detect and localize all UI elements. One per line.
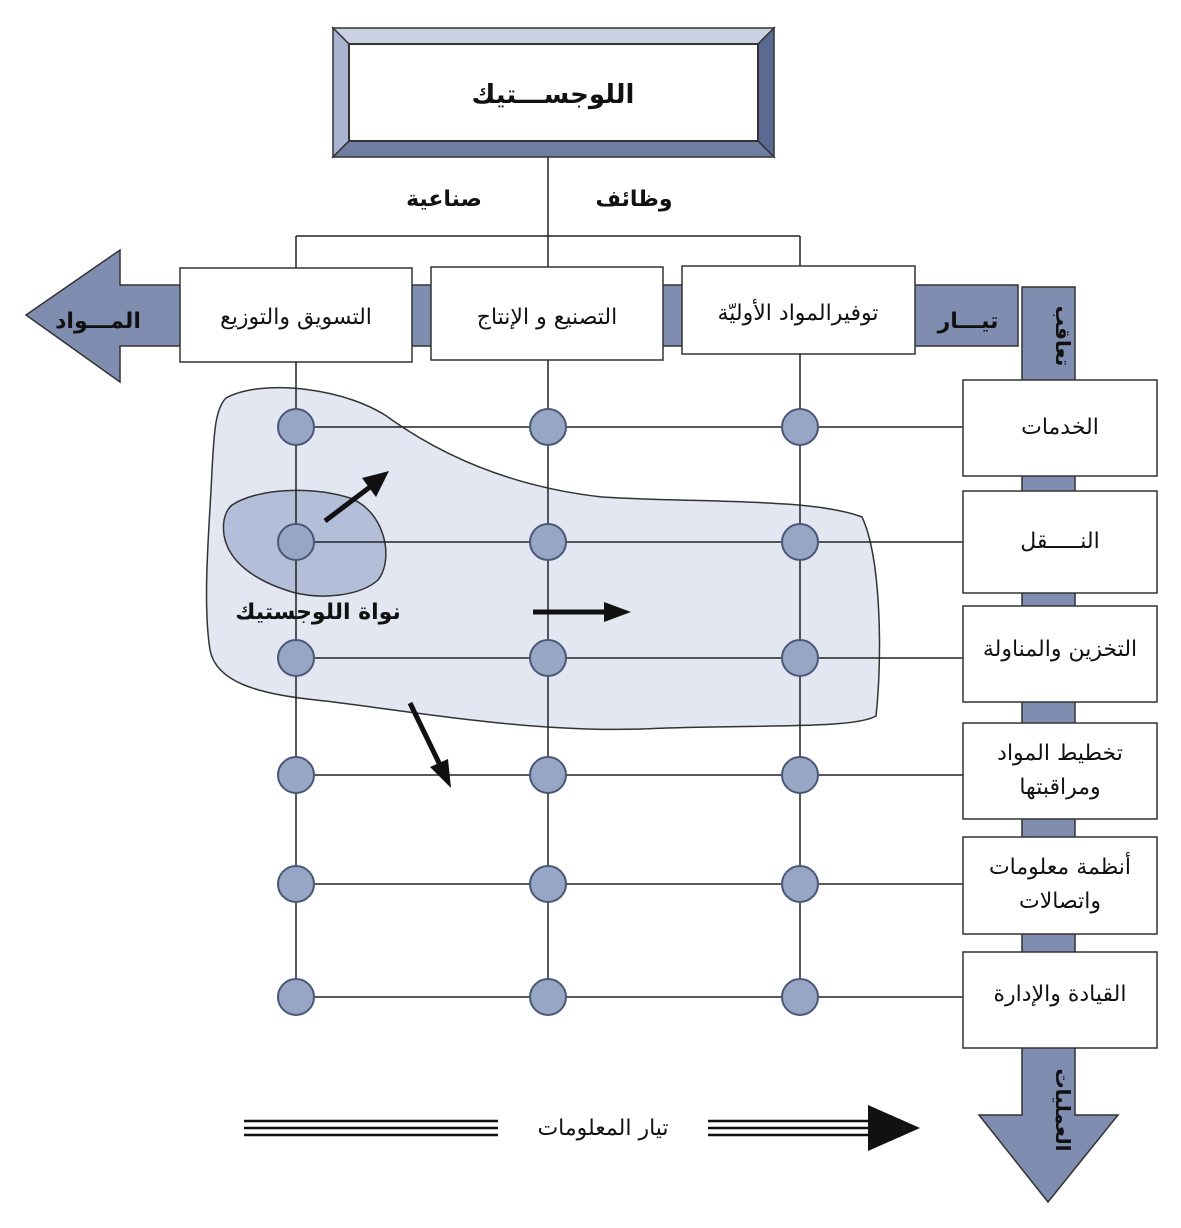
column-header-box-marketing	[179, 267, 413, 363]
row-boxes: الخدمات النـــــقل التخزين والمناولة تخط…	[962, 379, 1158, 1049]
operations-flow-label-bottom: العمليات	[1051, 1069, 1075, 1152]
grid-node	[529, 639, 567, 677]
grid-node	[529, 408, 567, 446]
row-label-information-line2: واتصالات	[1019, 889, 1101, 914]
column-header-marketing: التسويق والتوزيع	[220, 305, 372, 330]
column-header-box-manufacturing	[430, 266, 664, 361]
row-label-information-line1: أنظمة معلومات	[989, 852, 1131, 880]
row-label-services: الخدمات	[1021, 415, 1099, 440]
grid-node	[277, 865, 315, 903]
title-box: اللوجســـتيك	[331, 26, 776, 159]
row-box-transport	[962, 490, 1158, 594]
row-box-planning	[962, 722, 1158, 820]
grid-node	[529, 978, 567, 1016]
operations-flow-label-top: تعاقب	[1051, 306, 1075, 367]
grid-node	[529, 523, 567, 561]
grid-node	[277, 523, 315, 561]
arrow-up-right-icon	[362, 471, 389, 497]
row-label-leadership: القيادة والإدارة	[994, 982, 1127, 1007]
grid-node	[781, 865, 819, 903]
row-label-planning-line1: تخطيط المواد	[997, 741, 1123, 766]
expansion-arrows	[323, 471, 631, 788]
grid-node	[277, 639, 315, 677]
grid-nodes	[277, 408, 819, 1016]
grid-node	[277, 408, 315, 446]
grid-node	[529, 756, 567, 794]
information-flow-label: تيار المعلومات	[537, 1116, 668, 1141]
material-flow-label-right: تيـــار	[937, 309, 999, 334]
arrow-down-right-icon	[430, 759, 451, 788]
column-header-box-raw-materials	[681, 265, 916, 355]
row-box-storage	[962, 605, 1158, 703]
logistics-core-label: نواة اللوجستيك	[235, 600, 401, 625]
label-industrial: صناعية	[406, 187, 482, 212]
arrow-right-icon	[868, 1105, 920, 1151]
grid-node	[781, 978, 819, 1016]
tree-connectors	[295, 157, 801, 268]
grid-node	[529, 865, 567, 903]
label-functions: وظائف	[595, 187, 672, 212]
grid-node	[781, 639, 819, 677]
material-flow-label-left: المـــواد	[55, 309, 141, 334]
column-header-raw-materials: توفيرالمواد الأوليّة	[717, 299, 878, 326]
grid-node	[781, 756, 819, 794]
diagram-title: اللوجســـتيك	[472, 80, 635, 110]
column-headers: توفيرالمواد الأوليّة التصنيع و الإنتاج ا…	[179, 265, 916, 363]
row-label-planning-line2: ومراقبتها	[1019, 775, 1100, 800]
grid-node	[781, 523, 819, 561]
row-label-transport: النـــــقل	[1020, 529, 1099, 554]
row-box-services	[962, 379, 1158, 477]
grid-node	[277, 756, 315, 794]
row-box-leadership	[962, 951, 1158, 1049]
grid-node	[781, 408, 819, 446]
column-header-manufacturing: التصنيع و الإنتاج	[477, 305, 617, 330]
row-box-information	[962, 836, 1158, 935]
information-flow-arrow	[244, 1105, 920, 1151]
grid-node	[277, 978, 315, 1016]
row-label-storage: التخزين والمناولة	[983, 637, 1137, 662]
arrow-right-icon	[604, 602, 631, 622]
